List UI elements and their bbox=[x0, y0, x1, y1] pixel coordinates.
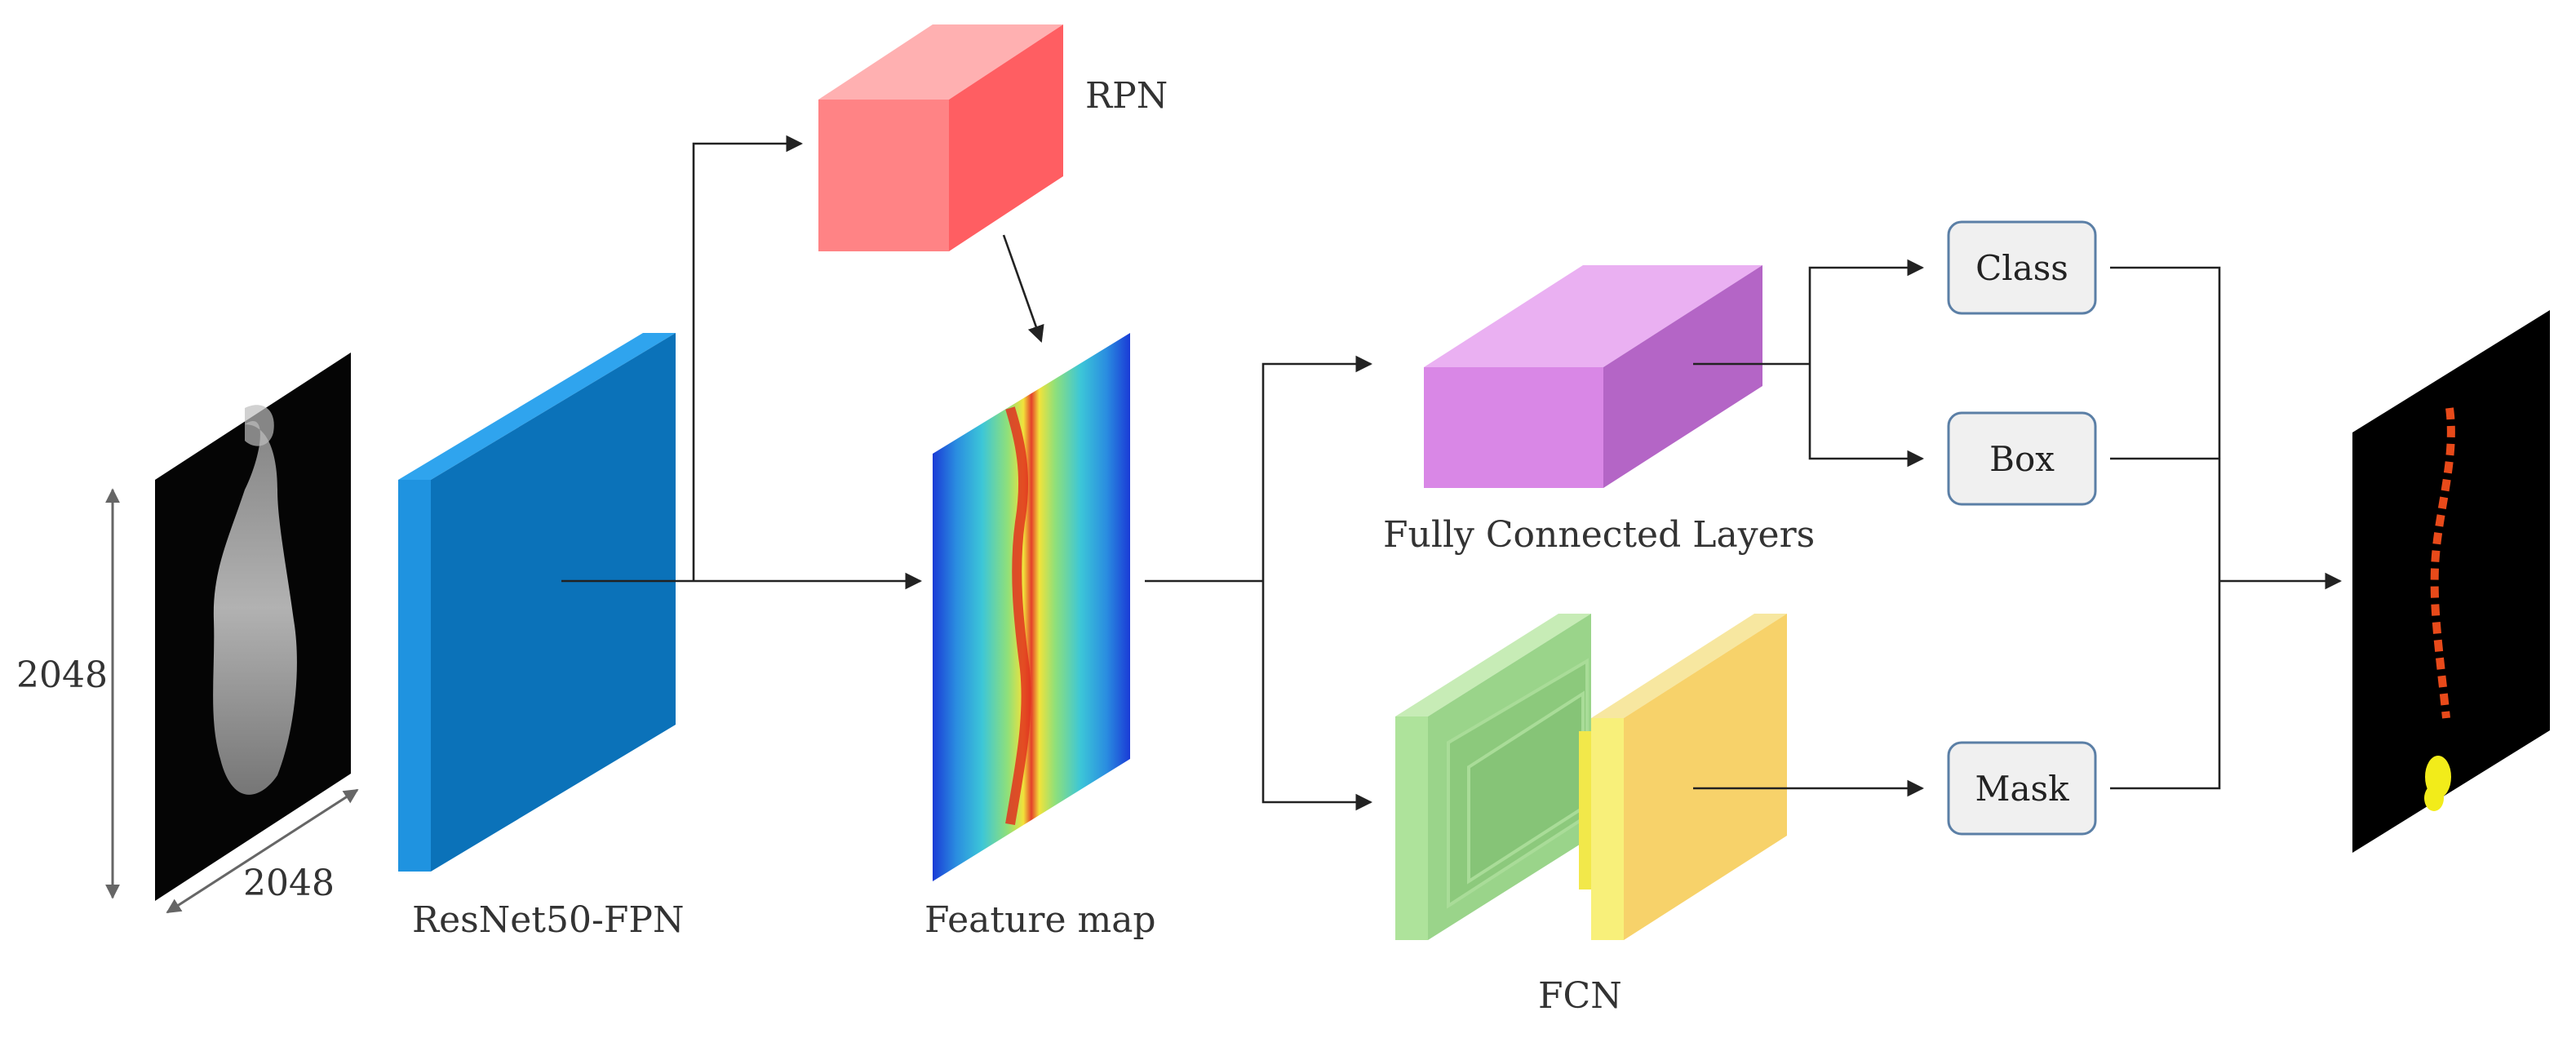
backbone-label: ResNet50-FPN bbox=[412, 899, 684, 941]
fc-label: Fully Connected Layers bbox=[1383, 514, 1815, 556]
connectors bbox=[561, 135, 2343, 811]
feature-map bbox=[933, 333, 1130, 881]
feature-map-label: Feature map bbox=[924, 899, 1156, 941]
arrow-to-rpn bbox=[692, 135, 804, 581]
output-mask-image bbox=[2352, 310, 2550, 853]
input-image bbox=[155, 353, 351, 901]
box-label: Box bbox=[1989, 439, 2055, 479]
mask-box: Mask bbox=[1947, 741, 2097, 836]
rpn-label: RPN bbox=[1085, 75, 1168, 117]
arrow-to-fcn bbox=[1261, 581, 1373, 811]
width-dimension: 2048 bbox=[166, 788, 359, 914]
mask-label: Mask bbox=[1975, 769, 2069, 809]
rpn-block bbox=[818, 24, 1063, 251]
line-class-merge bbox=[2110, 266, 2221, 790]
height-dimension: 2048 bbox=[16, 488, 120, 899]
class-box: Class bbox=[1947, 220, 2097, 315]
fcn-label: FCN bbox=[1538, 975, 1622, 1017]
class-label: Class bbox=[1975, 248, 2068, 288]
fcn-block bbox=[1395, 614, 1787, 940]
arrow-rpn-to-feature-map bbox=[1002, 234, 1044, 343]
fc-block bbox=[1424, 265, 1762, 488]
box-box: Box bbox=[1947, 411, 2097, 506]
arrow-to-box bbox=[1808, 364, 1925, 468]
arrow-to-fc bbox=[1261, 355, 1373, 581]
height-label: 2048 bbox=[16, 654, 108, 696]
arrow-to-class bbox=[1808, 259, 1925, 364]
backbone-block bbox=[398, 333, 676, 872]
width-label: 2048 bbox=[243, 863, 335, 904]
